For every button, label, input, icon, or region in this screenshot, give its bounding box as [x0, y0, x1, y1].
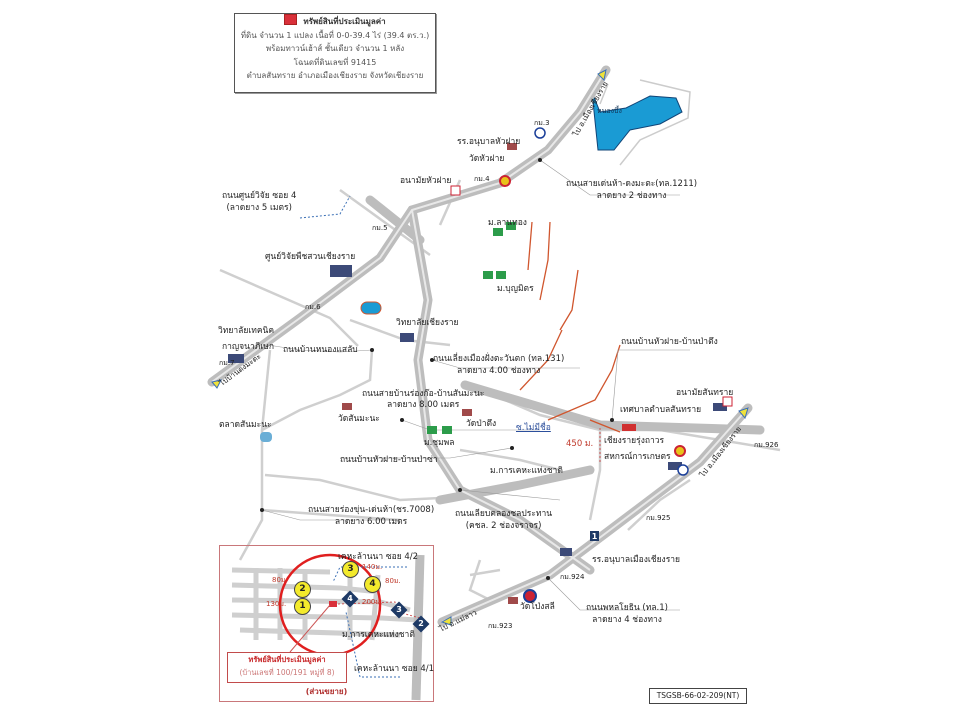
km-post: กม.5: [372, 224, 388, 232]
marker-2: 2: [294, 581, 311, 598]
star-icon: [523, 589, 537, 603]
km-post: กม.3: [534, 119, 550, 127]
label-road-7008: ถนนสายร่องขุ่น-เด่นห้า(ชร.7008)ลาดยาง 6.…: [308, 505, 435, 528]
label-dist-450: 450 ม.: [566, 439, 594, 449]
route-1-shield: [590, 531, 599, 541]
label-chiangrai-college: วิทยาลัยเชียงราย: [396, 318, 459, 328]
label-coop: สหกรณ์การเกษตร: [604, 452, 671, 462]
chiangrai-rungthavorn-icon: [622, 424, 636, 431]
label-road-131: ถนนเลี่ยงเมืองฝั่งตะวันตก (ทล.131)ลาดยาง…: [433, 354, 565, 377]
km-post: กม.6: [305, 303, 321, 311]
label-road-huafai-pasa: ถนนบ้านหัวฝาย-บ้านป่าซ่า: [340, 455, 438, 465]
legend-line: โฉนดที่ดินเลขที่ 91415: [293, 57, 377, 67]
inset-enlarged-view: (ส่วนขยาย): [219, 545, 434, 702]
inset-label-moo: ม.การเคหะแห่งชาติ: [342, 630, 415, 640]
label-road-phahon: ถนนพหลโยธิน (ทล.1)ลาดยาง 4 ช่องทาง: [586, 603, 668, 626]
label-road-canal: ถนนเลียบคลองชลประทาน(คชล. 2 ช่องจราจร): [455, 509, 553, 532]
property-swatch: [284, 14, 298, 25]
direction-arrows: [211, 69, 749, 626]
route-marker-2: 2: [412, 615, 430, 633]
inset-dist-200: 200ม.: [362, 598, 383, 606]
route-marker-4: 4: [341, 590, 359, 608]
small-lake: [360, 301, 382, 315]
property-marker: [329, 601, 337, 607]
label-wat-sanmana: วัดสันมะนะ: [338, 414, 380, 424]
gas-station-icon: [534, 127, 546, 139]
temple-icons: [342, 143, 518, 604]
hospital-icon: [450, 185, 461, 196]
label-road-huafai-patueng: ถนนบ้านหัวฝาย-บ้านป่าตึง: [621, 337, 718, 347]
label-school-mueang: รร.อนุบาลเมืองเชียงราย: [592, 555, 681, 565]
label-health-huafai: อนามัยหัวฝาย: [400, 176, 452, 186]
lake-border-road: [599, 79, 691, 166]
label-road-rongko: ถนนสายบ้านร่องก๊อ-บ้านสันมะนะลาดยาง 8.00…: [362, 389, 485, 411]
label-moo-chumphon: ม.ชุมพล: [424, 438, 455, 448]
km-post: กม.925: [646, 514, 671, 522]
soi4-arrow: [299, 195, 351, 219]
property-callout: ทรัพย์สินที่ประเมินมูลค่า (บ้านเลขที่ 10…: [227, 652, 347, 683]
label-chiangrai-rungthavorn: เชียงรายรุ่งถาวร: [604, 436, 665, 446]
inset-dist-80a: 80ม.: [272, 576, 288, 584]
document-code: TSGSB-66-02-209(NT): [649, 688, 747, 704]
lake-nong-bueng: [591, 91, 683, 151]
marker-3: 3: [342, 561, 359, 578]
legend-title: ทรัพย์สินที่ประเมินมูลค่า: [303, 17, 386, 26]
property-callout-address: (บ้านเลขที่ 100/191 หมู่ที่ 8): [239, 668, 335, 677]
gas-station-icon: [677, 464, 689, 476]
property-callout-title: ทรัพย์สินที่ประเมินมูลค่า: [248, 655, 326, 664]
label-wat-patueng: วัดป่าตึง: [466, 419, 497, 429]
km-post: กม.4: [474, 175, 490, 183]
label-research-center: ศูนย์วิจัยพืชสวนเชียงราย: [265, 252, 356, 262]
road-centerlines: [211, 69, 749, 623]
label-road-nongsaeb: ถนนบ้านหนองแสลับ: [283, 345, 358, 355]
label-health-santhai: อนามัยสันทราย: [676, 388, 734, 398]
inset-dist-130: 130ม.: [266, 600, 287, 608]
label-tech-college-2: กาญจนาภิเษก: [222, 342, 274, 352]
housing-icons: [427, 222, 516, 434]
inset-caption: (ส่วนขยาย): [305, 687, 348, 696]
road-dots: [260, 158, 614, 580]
label-road-soi4: ถนนศูนย์วิจัย ซอย 4(ลาดยาง 5 เมตร): [222, 191, 297, 214]
km-post: กม.924: [560, 573, 585, 581]
legend-line: ตำบลสันทราย อำเภอเมืองเชียงราย จังหวัดเช…: [246, 71, 424, 80]
soi41-leader: [345, 611, 400, 678]
km-post: กม.923: [488, 622, 513, 630]
route-marker-3: 3: [390, 601, 408, 619]
boundary-lines: [519, 221, 621, 433]
market-icon: [260, 432, 272, 442]
label-soi-no-name: ซ.ไม่มีชื่อ: [516, 423, 551, 433]
label-wat-pongsali: วัดโป่งสลี: [520, 602, 555, 612]
route-dotted: [337, 601, 421, 619]
route-1-number: 1: [592, 532, 598, 541]
marker-4: 4: [364, 576, 381, 593]
label-market-sanmana: ตลาดสันมะนะ: [219, 420, 272, 430]
label-tessaban-santhai: เทศบาลตำบลสันทราย: [620, 405, 702, 415]
inset-label-soi41: เคหะล้านนา ซอย 4/1: [354, 664, 435, 674]
km-post: กม.926: [754, 441, 779, 449]
property-leader: [289, 604, 331, 653]
label-tech-college: วิทยาลัยเทคนิค: [218, 326, 275, 336]
inset-label-soi42: เคหะล้านนา ซอย 4/2: [338, 552, 419, 562]
legend-line: พร้อมทาวน์เฮ้าส์ ชั้นเดียว จำนวน 1 หลัง: [265, 44, 405, 53]
label-moo-lanthong: ม.ลานทอง: [488, 218, 527, 228]
label-nong-bueng: หนองบึ้ง: [597, 107, 622, 115]
label-wat-huafai: วัดหัวฝาย: [469, 154, 505, 164]
hospital-icon: [722, 396, 733, 407]
inset-dist-140: 140ม.: [362, 563, 383, 571]
legend-box: ทรัพย์สินที่ประเมินมูลค่า ที่ดิน จำนวน 1…: [234, 13, 436, 93]
shell-station-icon: [499, 175, 511, 187]
shell-station-icon: [674, 445, 686, 457]
building-icons: [228, 265, 727, 556]
label-road-1211: ถนนสายเด่นห้า-ดงมะตะ(ทล.1211)ลาดยาง 2 ช่…: [566, 179, 698, 202]
label-moo-national-housing: ม.การเคหะแห่งชาติ: [490, 466, 563, 476]
label-moo-boonyamit: ม.บุญมิตร: [497, 284, 534, 294]
inset-dist-80b: 80ม.: [385, 577, 401, 585]
leader-lines: [261, 159, 690, 611]
label-school-huafai: รร.อนุบาลหัวฝาย: [457, 137, 521, 147]
legend-line: ที่ดิน จำนวน 1 แปลง เนื้อที่ 0-0-39.4 ไร…: [240, 30, 430, 40]
marker-1: 1: [294, 598, 311, 615]
km-post: กม.7: [219, 359, 235, 367]
